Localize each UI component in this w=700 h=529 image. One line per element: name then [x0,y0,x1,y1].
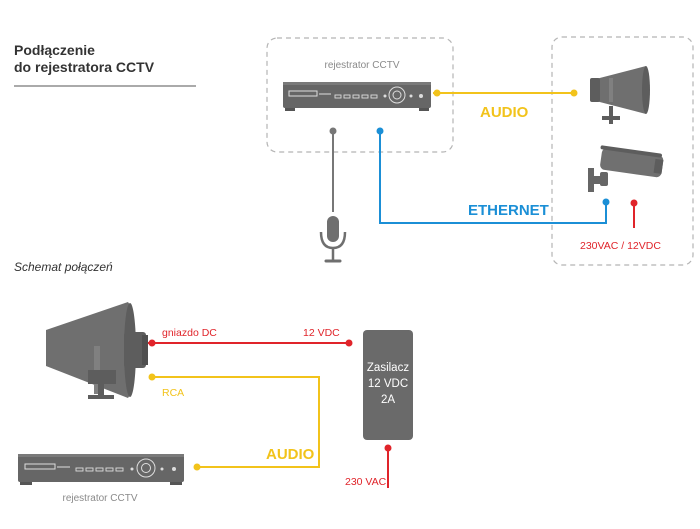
horn-speaker-icon [46,302,148,399]
schema-audio-label: AUDIO [266,446,315,463]
mains-connection: 230 VAC [345,444,392,488]
dvr-recorder-icon [18,454,184,485]
title-line-2: do rejestratora CCTV [14,59,155,75]
recorder-dashed-box [266,37,454,153]
psu-line-1: Zasilacz [367,362,409,374]
top-audio-label: AUDIO [480,104,529,121]
ethernet-label: ETHERNET [468,202,549,219]
psu-line-2: 12 VDC [368,378,408,390]
top-audio-connection: AUDIO [433,89,578,121]
ethernet-connection: ETHERNET [376,127,610,224]
title-line-1: Podłączenie [14,42,95,58]
schema-recorder-label: rejestrator CCTV [62,493,137,504]
horn-speaker-icon [590,66,650,124]
psu-line-3: 2A [381,394,395,406]
cctv-camera-icon [588,145,664,192]
power-supply-icon: Zasilacz 12 VDC 2A [363,330,413,440]
top-power-connection: 230VAC / 12VDC [580,199,661,252]
rca-label: RCA [162,387,184,399]
rca-audio-connection: RCA AUDIO [148,373,320,471]
dc-voltage-label: 12 VDC [303,327,340,339]
dvr-recorder-icon [283,82,431,111]
microphone-connection [329,127,337,212]
schema-heading: Schemat połączeń [14,260,113,274]
dc-power-connection: gniazdo DC 12 VDC [148,327,353,347]
title-block: Podłączenie do rejestratora CCTV [14,42,196,87]
top-power-label: 230VAC / 12VDC [580,240,661,252]
microphone-icon [319,216,347,263]
dc-socket-label: gniazdo DC [162,327,217,339]
mains-label: 230 VAC [345,476,387,488]
top-recorder-label: rejestrator CCTV [324,60,399,71]
